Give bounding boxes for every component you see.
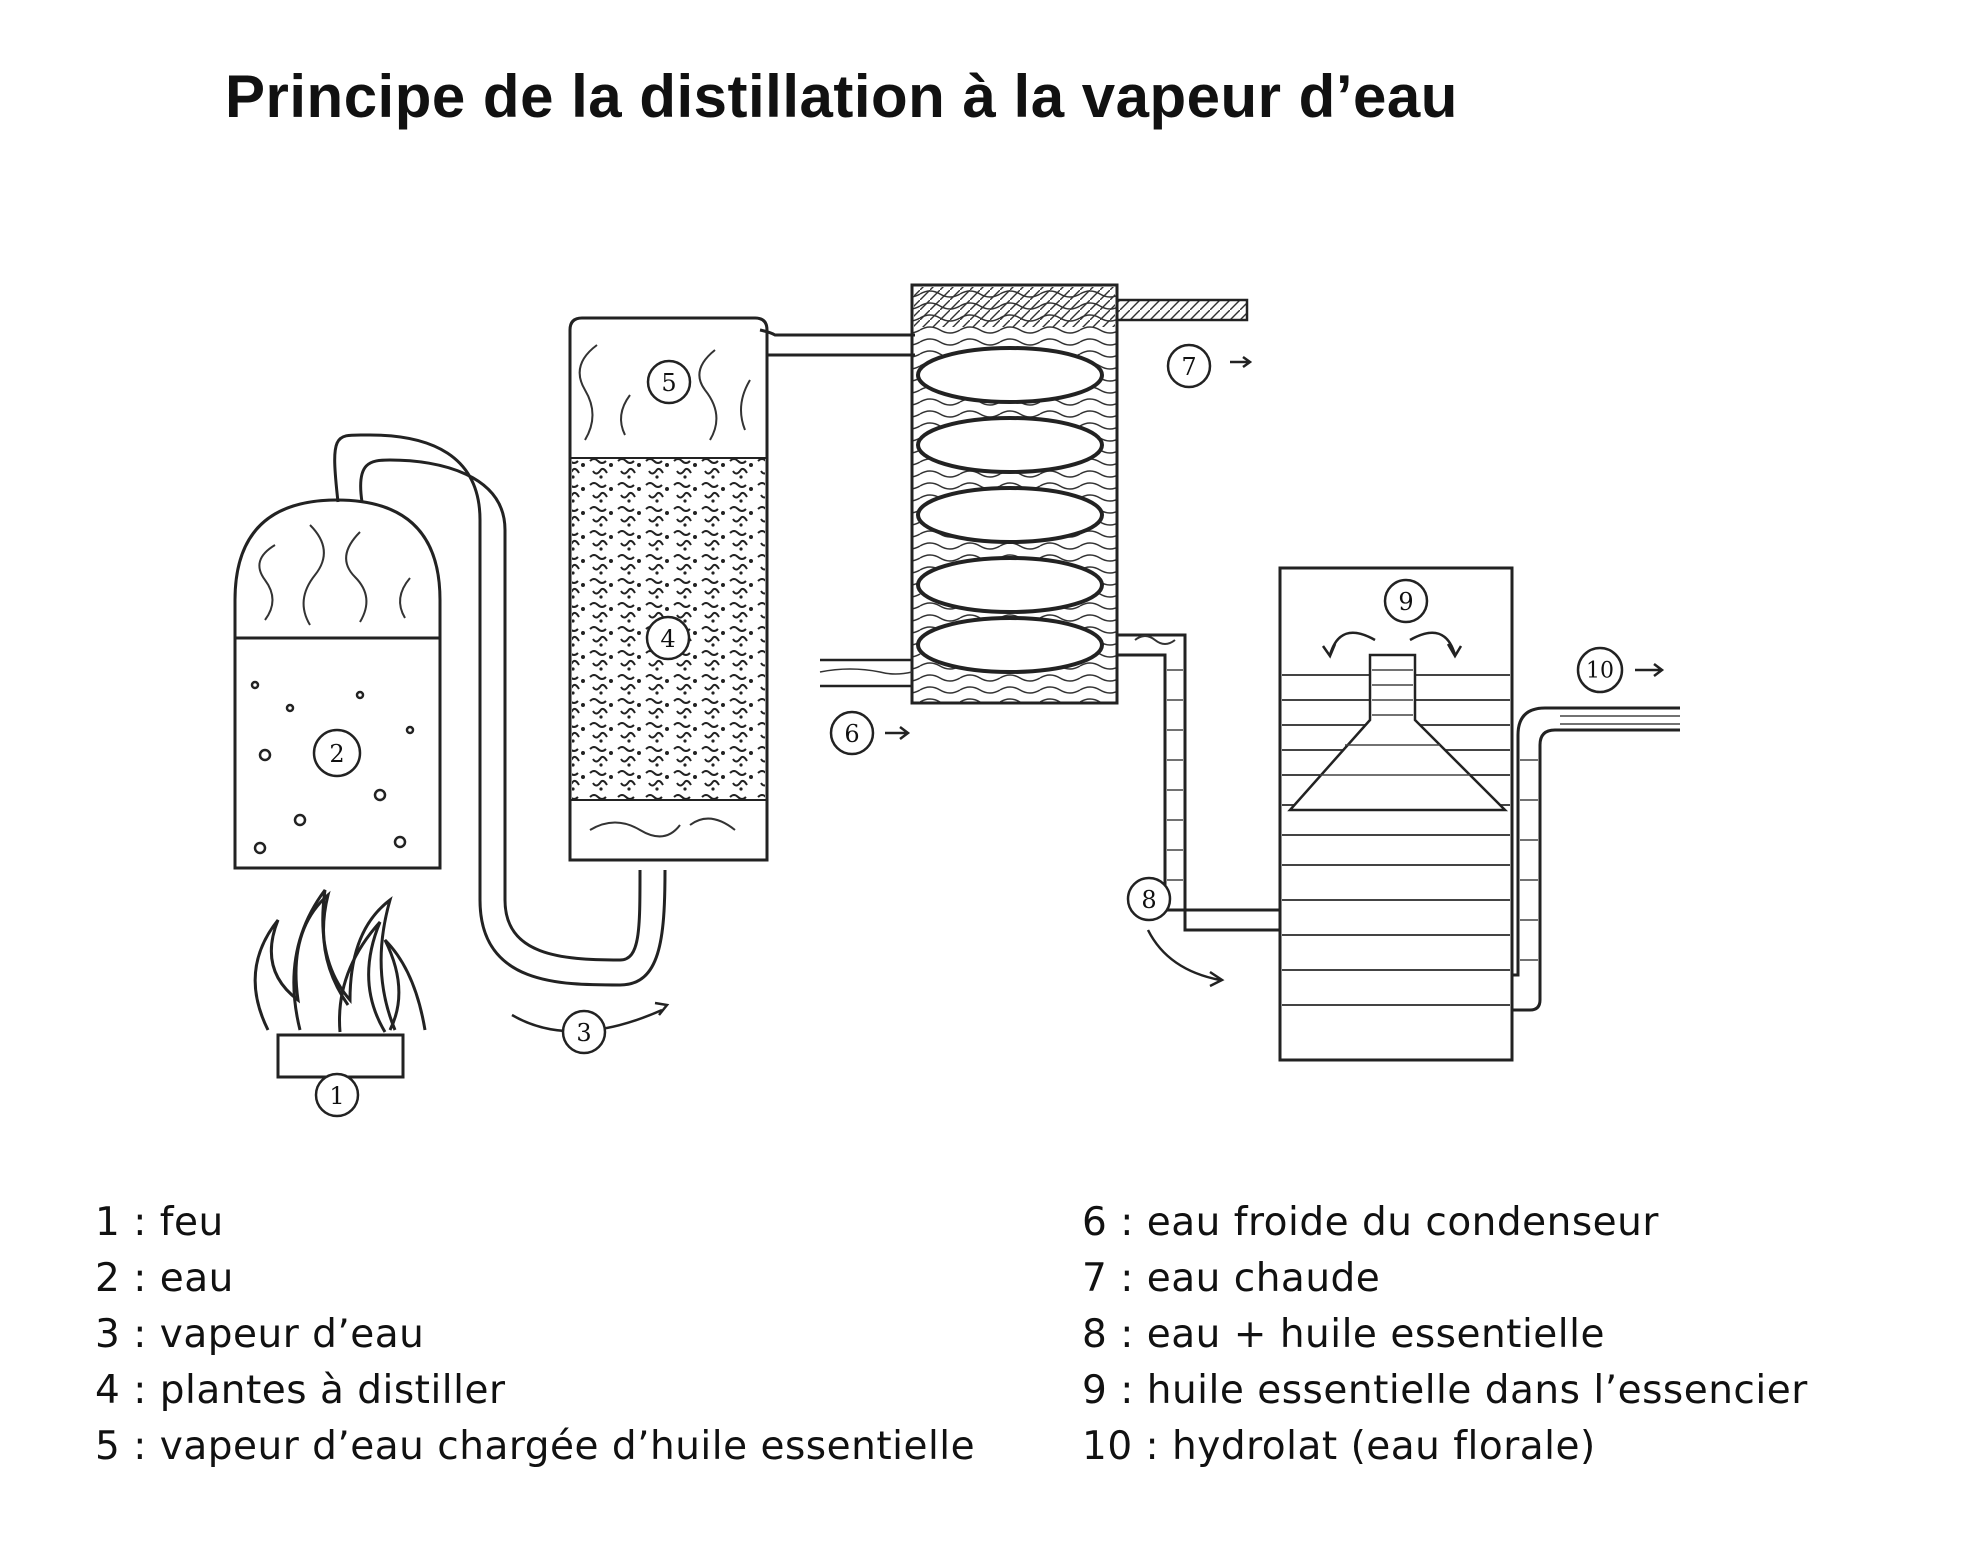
condensate-pipe [1117, 633, 1280, 932]
funnel-lines [1320, 669, 1470, 776]
hydrolat-arrow [1635, 663, 1665, 677]
fire-base [276, 1033, 405, 1079]
marker-labels: 1 2 3 4 5 6 7 8 9 10 [329, 353, 1614, 1110]
essencier [1278, 566, 1680, 1062]
legend-item: 8 : eau + huile essentielle [1082, 1312, 1605, 1357]
marker-6-label: 6 [844, 720, 859, 748]
marker-10-label: 10 [1586, 659, 1614, 684]
legend-item: 6 : eau froide du condenseur [1082, 1200, 1659, 1245]
flame [253, 890, 350, 1031]
condenser [819, 283, 1280, 932]
bottom-steam-wisps [589, 817, 736, 838]
marker-9 [1383, 578, 1429, 624]
fire [253, 889, 427, 1079]
marker-3 [561, 1009, 607, 1055]
siphon-tube [1512, 706, 1680, 1012]
flame [292, 889, 397, 1031]
page-title: Principe de la distillation à la vapeur … [225, 63, 1458, 130]
legend-item: 7 : eau chaude [1082, 1256, 1381, 1301]
marker-4 [645, 615, 691, 661]
marker-1-label: 1 [329, 1082, 344, 1110]
marker-9-label: 9 [1398, 588, 1413, 616]
marker-7 [1166, 343, 1212, 389]
marker-10 [1576, 646, 1624, 694]
marker-4-label: 4 [660, 625, 675, 653]
legend-item: 10 : hydrolat (eau florale) [1082, 1424, 1596, 1469]
marker-5-label: 5 [661, 369, 676, 397]
oil-water-arrow [1146, 929, 1225, 988]
marker-2-label: 2 [329, 740, 344, 768]
marker-8 [1126, 876, 1172, 922]
steam-pipe [333, 433, 667, 987]
legend-item: 9 : huile essentielle dans l’essencier [1082, 1368, 1808, 1413]
hatch-top [914, 287, 1115, 327]
marker-7-label: 7 [1181, 353, 1196, 381]
loaded-vapor-wisps [578, 344, 751, 441]
essencier-vessel [1278, 566, 1514, 1062]
legend-item: 5 : vapeur d’eau chargée d’huile essenti… [95, 1424, 976, 1469]
legend-item: 2 : eau [95, 1256, 234, 1301]
flow-arrows [885, 355, 1665, 988]
condensate-flow [1167, 669, 1183, 881]
oil-funnel [1287, 653, 1509, 812]
marker-6 [829, 710, 875, 756]
legend-left: 1 : feu 2 : eau 3 : vapeur d’eau 4 : pla… [95, 1195, 975, 1475]
vapor-arrowhead [654, 1001, 670, 1016]
marker-2 [312, 728, 362, 778]
cooling-coil [916, 346, 1104, 674]
cold-water-arrow [885, 726, 911, 740]
transfer-pipe [759, 328, 915, 357]
legend-item: 4 : plantes à distiller [95, 1368, 506, 1413]
boiler-body [233, 498, 442, 870]
legend-right: 6 : eau froide du condenseur 7 : eau cha… [1082, 1195, 1808, 1475]
cold-water-inlet [820, 658, 912, 688]
legend-item: 3 : vapeur d’eau [95, 1312, 425, 1357]
steam-wisps [258, 524, 411, 626]
marker-8-label: 8 [1141, 886, 1156, 914]
marker-3-label: 3 [576, 1019, 591, 1047]
legend-item: 1 : feu [95, 1200, 224, 1245]
marker-circles [312, 343, 1624, 1118]
hot-water-arrow [1230, 355, 1253, 369]
flame [338, 920, 387, 1033]
flame [383, 938, 427, 1031]
bubbles [250, 680, 415, 855]
marker-5 [646, 359, 692, 405]
hot-water-outlet [1115, 298, 1249, 322]
marker-1 [314, 1072, 360, 1118]
boiler [233, 498, 442, 870]
